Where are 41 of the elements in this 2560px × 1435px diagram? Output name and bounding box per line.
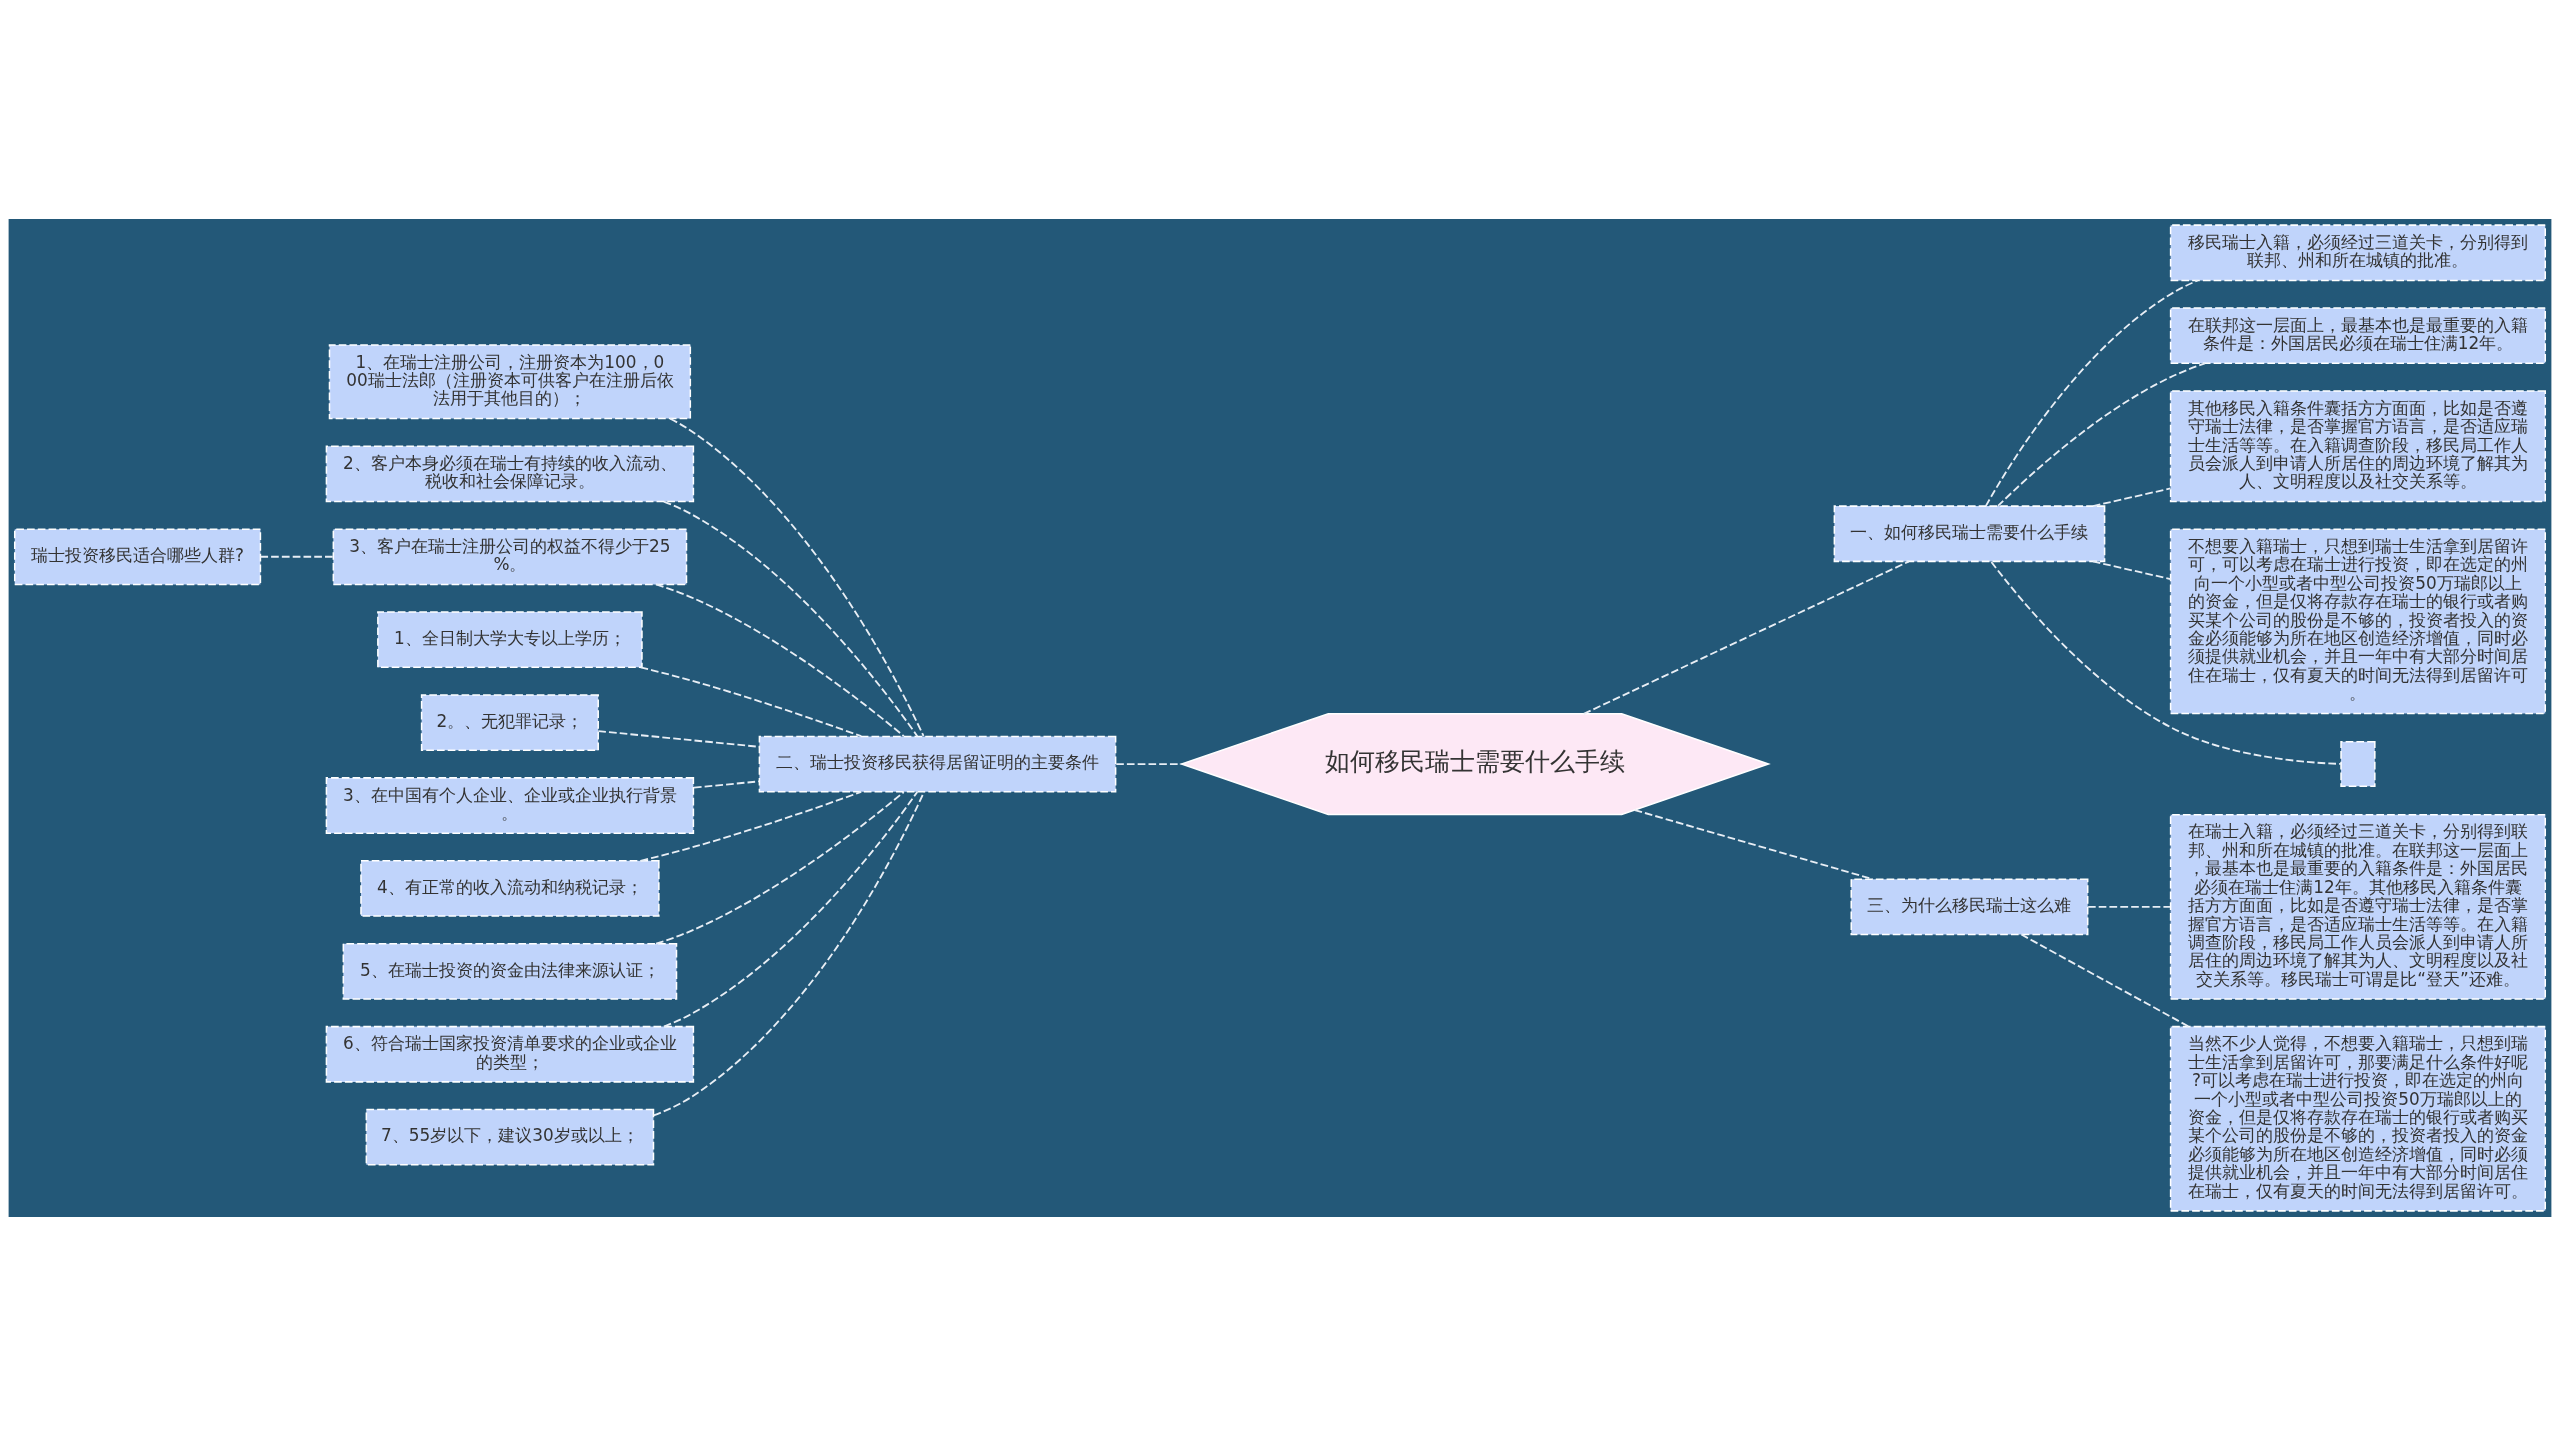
- connector: [655, 583, 905, 737]
- connector: [1633, 808, 1874, 880]
- connector: [2092, 487, 2172, 507]
- connector: [655, 790, 905, 945]
- node-box: 瑞士投资移民适合哪些人群?: [14, 527, 262, 585]
- connector: [652, 790, 925, 1116]
- node-box: 当然不少人觉得，不想要入籍瑞士，只想到瑞士生活拿到居留许可，那要满足什么条件好呢?可以考虑在瑞士进行投资，即在选定的州向一个小型或者中型公司投资50万瑞郎以上的资金，但是仅将存款存在瑞士的银行或者购买某个公司的股份是不够的，投资者投入的资金必须能够为所在地区创造经济增值，同时必须提供就业机会，并且一年中有大部分时间居住在瑞士，仅有夏天的时间无法得到居留许可。: [2169, 1025, 2546, 1212]
- connector: [693, 779, 760, 789]
- node-box: 7、55岁以下，建议30岁或以上；: [365, 1108, 655, 1166]
- node-box: 移民瑞士入籍，必须经过三道关卡，分别得到联邦、州和所在城镇的批准。: [2169, 223, 2546, 281]
- node-box: 5、在瑞士投资的资金由法律来源认证；: [342, 942, 678, 1000]
- connector: [1990, 560, 2342, 765]
- node-box: [2340, 740, 2376, 787]
- node-box: 3、在中国有个人企业、企业或企业执行背景。: [325, 776, 695, 834]
- connector: [2087, 905, 2171, 908]
- node-box: 其他移民入籍条件囊括方方面面，比如是否遵守瑞士法律，是否掌握官方语言，是否适应瑞士生活等等。在入籍调查阶段，移民局工作人员会派人到申请人所居住的周边环境了解其为人、文明程度以及社交关系等。: [2169, 389, 2546, 502]
- connector: [2092, 560, 2172, 580]
- node-box: 6、符合瑞士国家投资清单要求的企业或企业的类型；: [325, 1025, 695, 1083]
- connector: [662, 790, 919, 1027]
- connector: [639, 665, 863, 737]
- connector: [1997, 362, 2206, 507]
- connector: [639, 790, 863, 862]
- node-box: 二、瑞士投资移民获得居留证明的主要条件: [758, 735, 1117, 792]
- node-box: 三、为什么移民瑞士这么难: [1850, 877, 2089, 935]
- node-box: 2。、无犯罪记录；: [420, 693, 599, 751]
- connector: [259, 555, 334, 558]
- connector: [669, 417, 925, 737]
- connector: [2020, 933, 2190, 1027]
- connector: [1115, 762, 1183, 765]
- node-box: 3、客户在瑞士注册公司的权益不得少于25%。: [332, 527, 688, 585]
- node-box: 在联邦这一层面上，最基本也是最重要的入籍条件是：外国居民必须在瑞士住满12年。: [2169, 306, 2546, 364]
- node-box: 1、全日制大学大专以上学历；: [377, 610, 643, 668]
- node-box: 2、客户本身必须在瑞士有持续的收入流动、税收和社会保障记录。: [325, 444, 695, 502]
- connector: [1582, 560, 1910, 715]
- connector: [662, 500, 919, 737]
- connector: [1984, 279, 2199, 507]
- node-box: 4、有正常的收入流动和纳税记录；: [360, 859, 660, 917]
- node-box: 不想要入籍瑞士，只想到瑞士生活拿到居留许可，可以考虑在瑞士进行投资，即在选定的州向一个小型或者中型公司投资50万瑞郎以上的资金，但是仅将存款存在瑞士的银行或者购买某个公司的股份是不够的，投资者投入的资金必须能够为所在地区创造经济增值，同时必须提供就业机会，并且一年中有大部分时间居住在瑞士，仅有夏天的时间无法得到居留许可。: [2169, 527, 2546, 714]
- node-box: 一、如何移民瑞士需要什么手续: [1833, 504, 2106, 562]
- node-box: 1、在瑞士注册公司，注册资本为100，000瑞士法郎（注册资本可供客户在注册后依法用于其他目的）；: [328, 343, 692, 419]
- node-box: 在瑞士入籍，必须经过三道关卡，分别得到联邦、州和所在城镇的批准。在联邦这一层面上，最基本也是最重要的入籍条件是：外国居民必须在瑞士住满12年。其他移民入籍条件囊括方方面面，比如是否遵守瑞士法律，是否掌握官方语言，是否适应瑞士生活等等。在入籍调查阶段，移民局工作人员会派人到申请人所居住的周边环境了解其为人、文明程度以及社交关系等。移民瑞士可谓是比“登天”还难。: [2169, 813, 2546, 1000]
